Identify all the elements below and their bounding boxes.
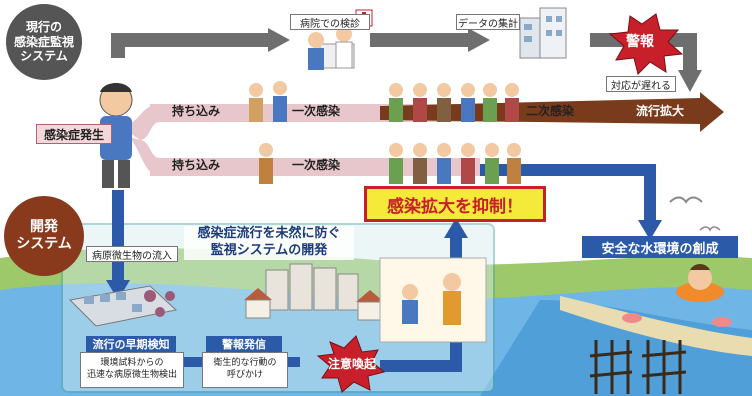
early-detect-desc: 環境試料からの 迅速な病原微生物検出 xyxy=(80,352,184,388)
gray-arrow-head-3 xyxy=(678,70,702,92)
suppress-banner: 感染拡大を抑制！ xyxy=(364,186,546,222)
mid-primary-label: 一次感染 xyxy=(292,158,341,172)
water-plant-icon xyxy=(68,285,178,327)
data-collect-label: データの集計 xyxy=(456,14,520,30)
gray-arrow-head-2 xyxy=(468,28,490,52)
top-primary-label: 一次感染 xyxy=(292,104,341,118)
alert-label: 警報 xyxy=(626,34,654,50)
people-top-row xyxy=(249,81,519,122)
safe-water-banner: 安全な水環境の創成 xyxy=(582,236,738,258)
mid-bring-in-label: 持ち込み xyxy=(172,158,221,172)
early-detect-header: 流行の早期検知 xyxy=(86,336,176,352)
handwash-scene-icon xyxy=(379,257,487,343)
fish-icon xyxy=(622,313,732,327)
spread-arrow xyxy=(380,92,724,132)
building-icon xyxy=(519,7,567,59)
bird-icon xyxy=(669,196,703,204)
caution-label: 注意喚起 xyxy=(328,357,377,371)
people-mid-row xyxy=(259,143,521,184)
infection-outbreak-label: 感染症発生 xyxy=(36,124,112,144)
top-bring-in-label: 持ち込み xyxy=(172,104,221,118)
swimmer-icon xyxy=(676,264,724,302)
top-spread-label: 流行拡大 xyxy=(636,104,685,118)
caution-burst-icon xyxy=(316,335,386,393)
alert-issue-desc: 衛生的な行動の 呼びかけ xyxy=(202,352,288,388)
hospital-exam-label: 病院での検診 xyxy=(290,14,370,30)
blue-arrow-to-water xyxy=(638,220,662,240)
pathogen-inflow-label: 病原微生物の流入 xyxy=(86,246,178,262)
pier-icon xyxy=(589,340,687,394)
alert-issue-header: 警報発信 xyxy=(206,336,282,352)
dev-title-label: 感染症流行を未然に防ぐ 監視システムの開発 xyxy=(184,226,354,260)
gray-arrow-head-1 xyxy=(268,28,290,52)
top-secondary-label: 二次感染 xyxy=(526,104,575,118)
delayed-label: 対応が遅れる xyxy=(606,76,676,92)
current-system-circle: 現行の 感染症監視 システム xyxy=(6,4,82,80)
alert-burst-icon xyxy=(608,13,684,75)
town-icon xyxy=(244,263,384,321)
blue-arrow-up xyxy=(444,218,468,238)
blue-arrow-down xyxy=(106,280,130,300)
dev-system-circle: 開発 システム xyxy=(4,196,84,276)
